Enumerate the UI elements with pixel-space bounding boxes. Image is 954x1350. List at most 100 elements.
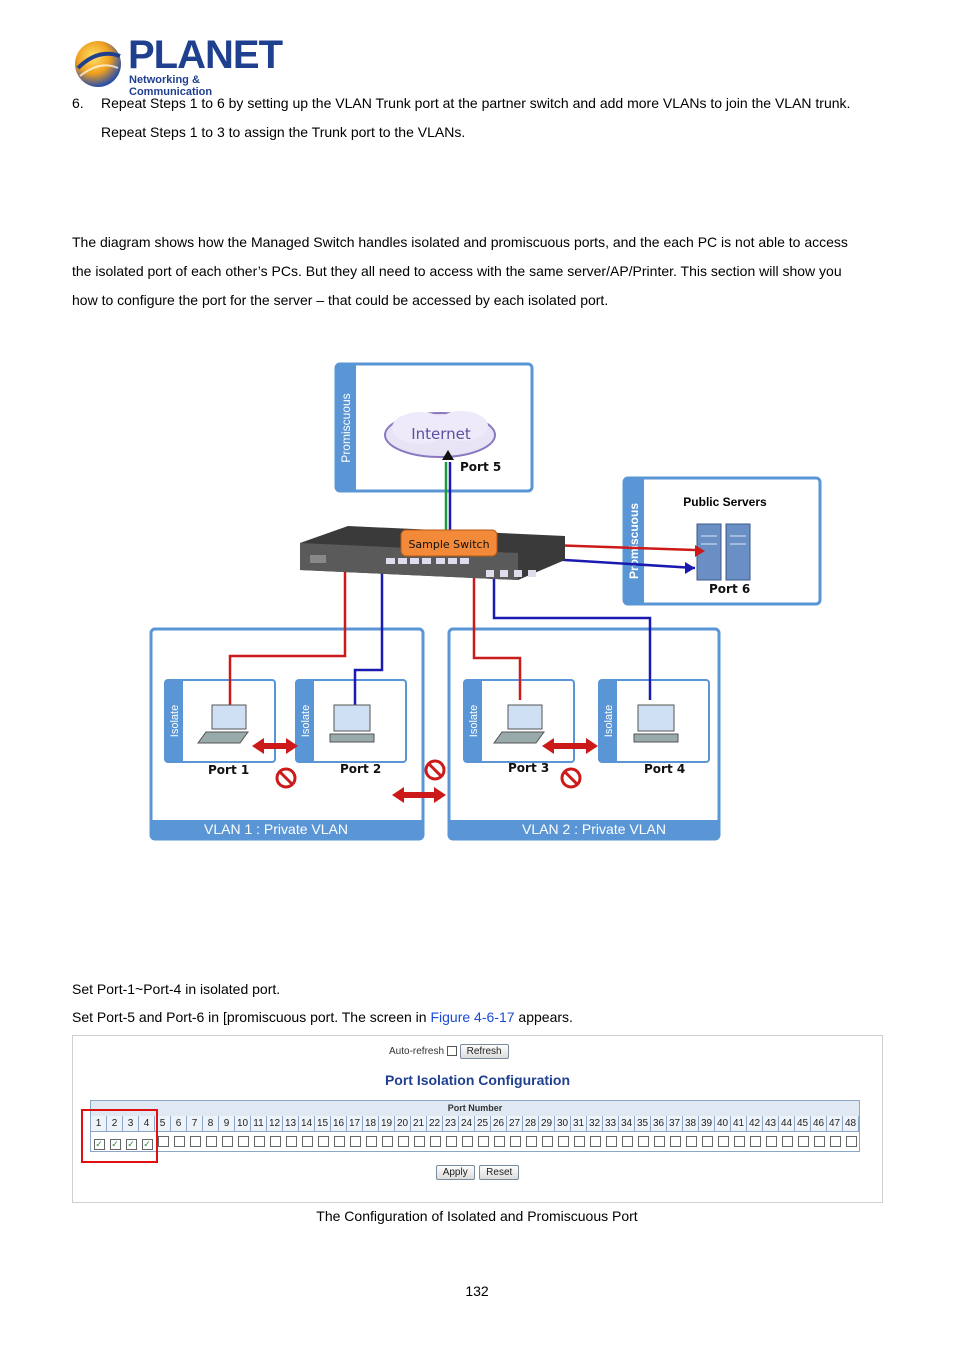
port-number-cell: 1 [91, 1116, 107, 1131]
port-number-cell: 23 [443, 1116, 459, 1131]
port-isolation-checkbox[interactable] [381, 1136, 393, 1147]
port-number-cell: 29 [539, 1116, 555, 1131]
port-checkbox-cell: ✓ [123, 1131, 139, 1150]
port-isolation-checkbox[interactable] [845, 1136, 857, 1147]
port-isolation-checkbox[interactable] [541, 1136, 553, 1147]
port-isolation-checkbox[interactable] [525, 1136, 537, 1147]
port-isolation-checkbox[interactable]: ✓ [141, 1139, 153, 1150]
port-isolation-checkbox[interactable] [701, 1136, 713, 1147]
port-isolation-checkbox[interactable] [221, 1136, 233, 1147]
port-isolation-checkbox[interactable] [589, 1136, 601, 1147]
port-isolation-checkbox[interactable] [333, 1136, 345, 1147]
port-checkbox-cell [651, 1131, 667, 1150]
internet-label: Internet [411, 425, 471, 443]
port-isolation-checkbox[interactable] [717, 1136, 729, 1147]
port-isolation-checkbox[interactable] [429, 1136, 441, 1147]
port-checkbox-cell [539, 1131, 555, 1150]
port-checkbox-cell [235, 1131, 251, 1150]
port-isolation-checkbox[interactable] [685, 1136, 697, 1147]
reset-button[interactable]: Reset [479, 1165, 520, 1180]
port-checkbox-cell: ✓ [91, 1131, 107, 1150]
port-isolation-checkbox[interactable] [813, 1136, 825, 1147]
port-isolation-checkbox[interactable] [365, 1136, 377, 1147]
port-number-cell: 39 [699, 1116, 715, 1131]
port-isolation-checkbox[interactable]: ✓ [93, 1139, 105, 1150]
port-number-cell: 32 [587, 1116, 603, 1131]
port3-label: Port 3 [508, 761, 549, 775]
port-isolation-checkbox[interactable] [397, 1136, 409, 1147]
figure-link[interactable]: Figure 4-6-17 [430, 1009, 515, 1025]
port-isolation-checkbox[interactable] [157, 1136, 169, 1147]
port-number-cell: 25 [475, 1116, 491, 1131]
port-number-cell: 38 [683, 1116, 699, 1131]
intro-line-1: The diagram shows how the Managed Switch… [72, 234, 848, 250]
port-isolation-checkbox[interactable] [461, 1136, 473, 1147]
port-isolation-checkbox[interactable] [829, 1136, 841, 1147]
port-isolation-checkbox[interactable] [237, 1136, 249, 1147]
port-isolation-checkbox[interactable] [413, 1136, 425, 1147]
port-isolation-checkbox[interactable] [621, 1136, 633, 1147]
port-checkbox-cell [443, 1131, 459, 1150]
port-checkbox-cell [427, 1131, 443, 1150]
port-isolation-checkbox[interactable] [445, 1136, 457, 1147]
port-isolation-checkbox[interactable] [173, 1136, 185, 1147]
port-checkbox-cell [779, 1131, 795, 1150]
port-isolation-checkbox[interactable] [637, 1136, 649, 1147]
port-isolation-checkbox[interactable]: ✓ [125, 1139, 137, 1150]
port-checkbox-cell [411, 1131, 427, 1150]
refresh-button[interactable]: Refresh [459, 1044, 509, 1059]
port-isolation-checkbox[interactable] [733, 1136, 745, 1147]
port-checkbox-cell [555, 1131, 571, 1150]
port-number-cell: 27 [507, 1116, 523, 1131]
port-isolation-checkbox[interactable] [509, 1136, 521, 1147]
port4-label: Port 4 [644, 762, 685, 776]
port-number-cell: 20 [395, 1116, 411, 1131]
port-checkbox-cell: ✓ [107, 1131, 123, 1150]
port-isolation-checkbox[interactable] [493, 1136, 505, 1147]
private-vlan-diagram: Promiscuous Internet Promiscuous Public … [140, 360, 830, 850]
port-isolation-checkbox[interactable] [781, 1136, 793, 1147]
port-isolation-screen: Auto-refresh Refresh Port Isolation Conf… [72, 1035, 883, 1203]
port-isolation-checkbox[interactable] [573, 1136, 585, 1147]
port-isolation-checkbox[interactable] [749, 1136, 761, 1147]
port-isolation-checkbox[interactable] [205, 1136, 217, 1147]
port-isolation-checkbox[interactable] [301, 1136, 313, 1147]
port-isolation-checkbox[interactable]: ✓ [109, 1139, 121, 1150]
port-isolation-checkbox[interactable] [605, 1136, 617, 1147]
port-isolation-checkbox[interactable] [765, 1136, 777, 1147]
port-isolation-checkbox[interactable] [317, 1136, 329, 1147]
port-number-cell: 18 [363, 1116, 379, 1131]
planet-logo: PLANET Networking & Communication [72, 34, 283, 98]
button-row: Apply Reset [73, 1162, 882, 1180]
port-checkbox-cell: ✓ [139, 1131, 155, 1150]
port-number-cell: 24 [459, 1116, 475, 1131]
instruction-line-2: Set Port-5 and Port-6 in [promiscuous po… [72, 1003, 573, 1032]
instruction-line-2-text: Set Port-5 and Port-6 in [promiscuous po… [72, 1009, 431, 1025]
page-number: 132 [465, 1283, 489, 1299]
port2-label: Port 2 [340, 762, 381, 776]
port-number-cell: 14 [299, 1116, 315, 1131]
port-isolation-checkbox[interactable] [189, 1136, 201, 1147]
port-isolation-checkbox[interactable] [477, 1136, 489, 1147]
port-isolation-checkbox[interactable] [269, 1136, 281, 1147]
port-checkbox-cell [363, 1131, 379, 1150]
apply-button[interactable]: Apply [435, 1165, 475, 1180]
switch-label: Sample Switch [408, 538, 489, 551]
port-number-cell: 12 [267, 1116, 283, 1131]
port-isolation-checkbox[interactable] [797, 1136, 809, 1147]
port-isolation-checkbox[interactable] [557, 1136, 569, 1147]
port-isolation-checkbox[interactable] [669, 1136, 681, 1147]
port-checkbox-cell [267, 1131, 283, 1150]
instruction-line-1: Set Port-1~Port-4 in isolated port. [72, 981, 281, 997]
port-number-cell: 34 [619, 1116, 635, 1131]
port-isolation-checkbox[interactable] [653, 1136, 665, 1147]
port-isolation-checkbox[interactable] [349, 1136, 361, 1147]
port-checkbox-cell [347, 1131, 363, 1150]
vlan2-label: VLAN 2 : Private VLAN [522, 821, 666, 837]
auto-refresh-checkbox[interactable] [446, 1046, 457, 1057]
port-checkbox-cell [747, 1131, 763, 1150]
port-isolation-checkbox[interactable] [253, 1136, 265, 1147]
port-isolation-checkbox[interactable] [285, 1136, 297, 1147]
port-checkbox-cell [491, 1131, 507, 1150]
